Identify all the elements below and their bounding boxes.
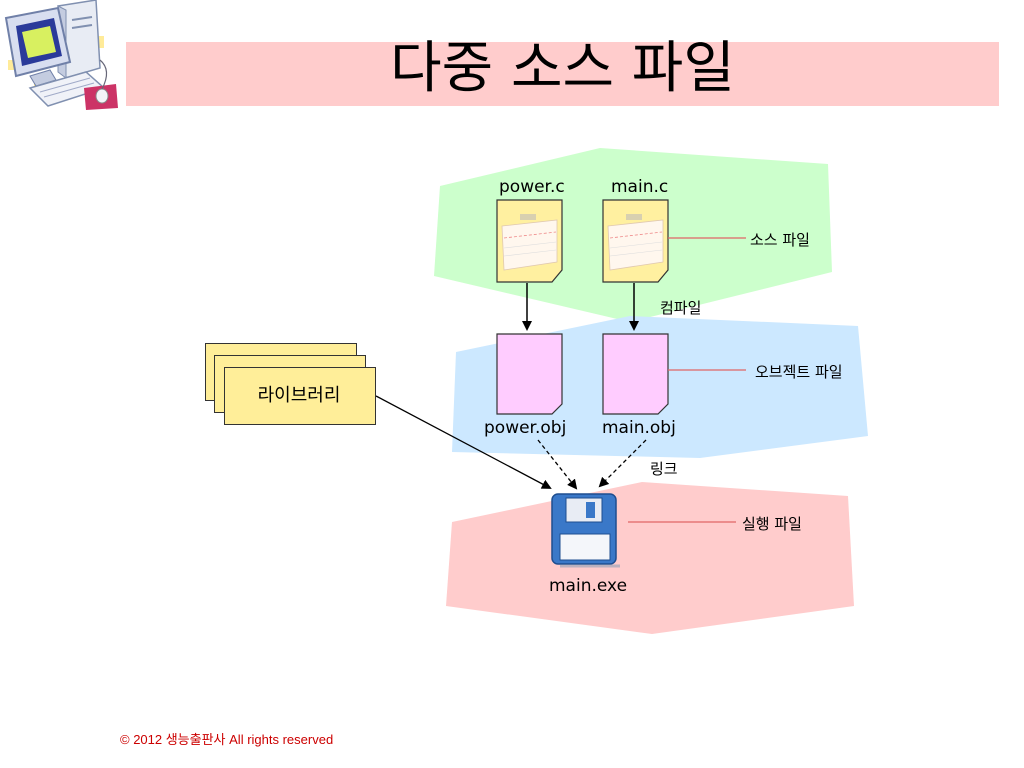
copyright-footer: © 2012 생능출판사 All rights reserved [120,732,334,747]
library-label: 라이브러리 [257,385,341,406]
source-file-icon-main [602,199,669,283]
link-arrow-library [375,395,552,489]
source-file-name-main: main.c [611,177,669,197]
link-arrow-main [598,439,647,488]
source-file-icon-power [496,199,563,283]
source-file-name-power: power.c [499,177,565,197]
note-object-file: 오브젝트 파일 [755,363,843,381]
computer-icon [4,0,118,110]
object-file-icon-power [496,333,563,415]
object-file-name-power: power.obj [484,418,567,438]
link-arrow-power [537,439,578,490]
page-title: 다중 소스 파일 [390,36,735,101]
note-source-file: 소스 파일 [750,231,810,249]
library-card-front [224,367,376,425]
note-exec-file: 실행 파일 [742,515,802,533]
exe-region [446,482,854,634]
floppy-disk-icon [551,493,620,568]
note-link: 링크 [650,460,678,478]
title-bar [126,42,999,106]
object-file-icon-main [602,333,669,415]
exe-file-name: main.exe [549,576,628,596]
object-file-name-main: main.obj [602,418,676,438]
note-compile: 컴파일 [660,299,702,317]
